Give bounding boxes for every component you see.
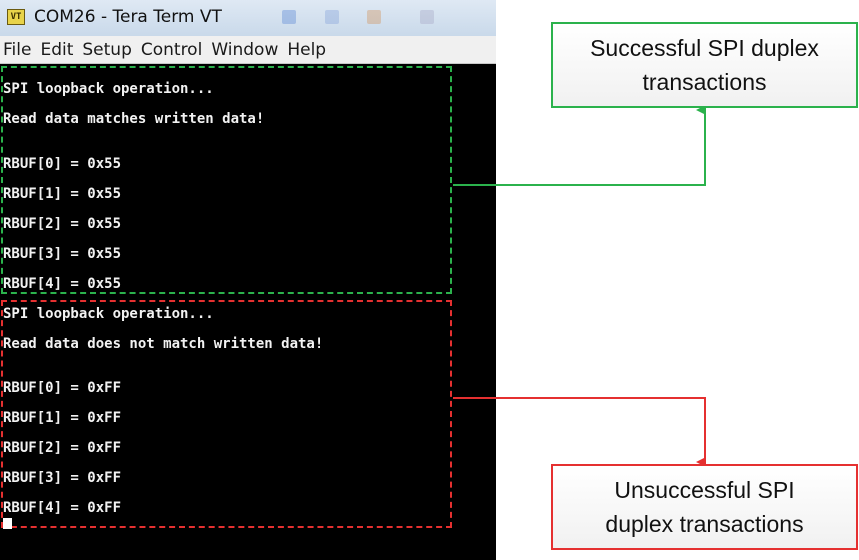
terminal-line: RBUF[1] = 0x55 — [3, 186, 122, 202]
terminal-line: Read data matches written data! — [3, 111, 265, 127]
successful-transactions-callout: Successful SPI duplex transactions — [551, 22, 858, 108]
window-title: COM26 - Tera Term VT — [34, 7, 222, 27]
terminal-line: SPI loopback operation... — [3, 81, 214, 97]
menu-window[interactable]: Window — [211, 39, 279, 60]
terminal-line: RBUF[4] = 0x55 — [3, 276, 122, 292]
terminal-line: RBUF[2] = 0xFF — [3, 440, 122, 456]
callout-text-line: Unsuccessful SPI — [614, 477, 795, 503]
callout-text-line: transactions — [642, 69, 767, 95]
tera-term-window: VT COM26 - Tera Term VT File Edit Setup … — [0, 0, 496, 560]
callout-text-line: duplex transactions — [605, 511, 804, 537]
terminal-output[interactable]: SPI loopback operation... Read data matc… — [0, 64, 496, 560]
success-connector-line — [453, 105, 706, 186]
terminal-cursor — [3, 518, 12, 529]
tera-term-app-icon[interactable]: VT — [7, 9, 25, 25]
taskbar-ghost-icon — [420, 10, 434, 24]
unsuccessful-transactions-callout: Unsuccessful SPI duplex transactions — [551, 464, 858, 550]
menu-edit[interactable]: Edit — [40, 39, 74, 60]
failure-connector-line — [453, 397, 706, 467]
menu-help[interactable]: Help — [287, 39, 327, 60]
successful-transactions-region — [1, 66, 452, 294]
menu-control[interactable]: Control — [140, 39, 203, 60]
terminal-line: RBUF[2] = 0x55 — [3, 216, 122, 232]
menu-bar: File Edit Setup Control Window Help — [0, 36, 496, 64]
terminal-line: RBUF[4] = 0xFF — [3, 500, 122, 516]
taskbar-ghost-icon — [282, 10, 296, 24]
callout-text-line: Successful SPI duplex — [590, 35, 819, 61]
terminal-line: RBUF[3] = 0x55 — [3, 246, 122, 262]
terminal-line: Read data does not match written data! — [3, 336, 324, 352]
menu-setup[interactable]: Setup — [82, 39, 132, 60]
title-bar[interactable]: VT COM26 - Tera Term VT — [0, 0, 496, 36]
terminal-line: SPI loopback operation... — [3, 306, 214, 322]
unsuccessful-transactions-region — [1, 300, 452, 528]
terminal-line: RBUF[0] = 0x55 — [3, 156, 122, 172]
menu-file[interactable]: File — [3, 39, 32, 60]
terminal-line: RBUF[0] = 0xFF — [3, 380, 122, 396]
taskbar-ghost-icon — [367, 10, 381, 24]
taskbar-ghost-icon — [325, 10, 339, 24]
terminal-line: RBUF[1] = 0xFF — [3, 410, 122, 426]
terminal-line: RBUF[3] = 0xFF — [3, 470, 122, 486]
